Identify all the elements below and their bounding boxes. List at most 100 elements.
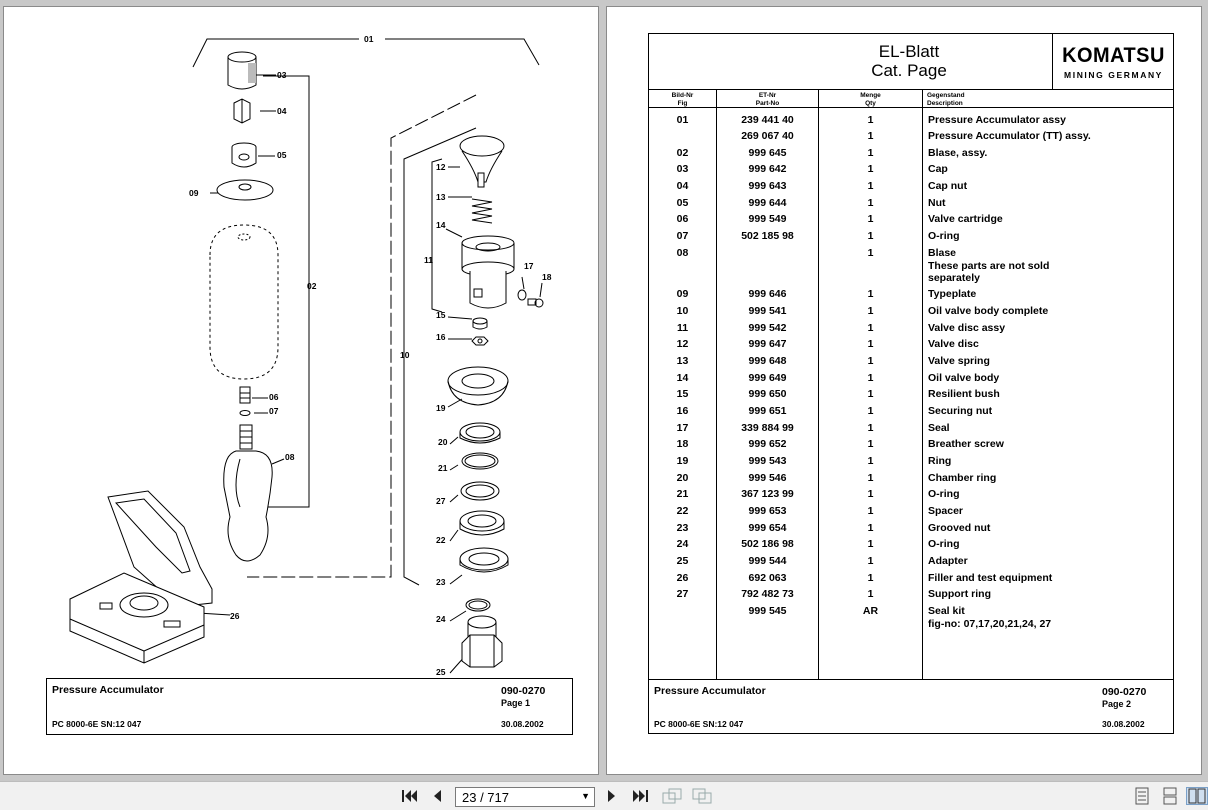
- callout-05: 05: [277, 150, 287, 160]
- first-page-button[interactable]: [398, 787, 420, 805]
- part-number: 999 545: [748, 605, 787, 617]
- part-number: 999 654: [748, 522, 787, 534]
- fig-number: 02: [676, 147, 689, 159]
- last-page-button[interactable]: [630, 787, 652, 805]
- description-text: O-ring: [928, 538, 960, 550]
- logo-subtitle: MINING GERMANY: [1064, 70, 1163, 80]
- part-number: 999 549: [748, 213, 787, 225]
- part-number: 999 546: [748, 472, 787, 484]
- description: Chamber ring: [928, 472, 996, 485]
- viewer-toolbar: 23 / 717 ▼: [0, 781, 1208, 810]
- quantity: 1: [867, 114, 874, 126]
- description: Support ring: [928, 588, 991, 601]
- previous-page-button[interactable]: [428, 787, 446, 805]
- description: Blase, assy.: [928, 147, 987, 160]
- quantity: 1: [867, 355, 874, 367]
- footer-code: 090-0270: [1102, 686, 1147, 698]
- single-page-view-button[interactable]: [1132, 787, 1152, 805]
- description: Adapter: [928, 555, 968, 568]
- next-view-icon: [692, 788, 712, 804]
- quantity: 1: [867, 197, 874, 209]
- description-text: Support ring: [928, 588, 991, 600]
- next-page-button[interactable]: [603, 787, 621, 805]
- page-indicator: 23 / 717: [462, 789, 509, 805]
- callout-04: 04: [277, 106, 287, 116]
- part-number: 999 653: [748, 505, 787, 517]
- quantity: 1: [867, 247, 874, 259]
- description-text: Nut: [928, 197, 946, 209]
- description-text: Spacer: [928, 505, 964, 517]
- continuous-view-icon: [1163, 787, 1177, 805]
- next-page-icon: [608, 790, 615, 802]
- callout-07: 07: [269, 406, 279, 416]
- quantity: 1: [867, 572, 874, 584]
- callout-23: 23: [436, 577, 446, 587]
- description-text: Valve spring: [928, 355, 990, 367]
- description: Cap nut: [928, 180, 967, 193]
- callout-20: 20: [438, 437, 448, 447]
- part-number: 999 651: [748, 405, 787, 417]
- description: Seal: [928, 422, 950, 435]
- callout-06: 06: [269, 392, 279, 402]
- fig-number: 12: [676, 338, 689, 350]
- footer-model: PC 8000-6E SN:12 047: [654, 719, 744, 729]
- fig-number: 14: [676, 372, 689, 384]
- footer-title: Pressure Accumulator: [52, 684, 164, 696]
- description-text: Seal: [928, 422, 950, 434]
- callout-26: 26: [230, 611, 240, 621]
- quantity: 1: [867, 538, 874, 550]
- callout-25: 25: [436, 667, 446, 677]
- part-number: 999 649: [748, 372, 787, 384]
- first-page-icon: [402, 790, 417, 802]
- description: Filler and test equipment: [928, 572, 1052, 585]
- quantity: 1: [867, 213, 874, 225]
- quantity: AR: [862, 605, 879, 617]
- quantity: 1: [867, 388, 874, 400]
- footer-code: 090-0270: [501, 685, 546, 697]
- fig-number: 27: [676, 588, 689, 600]
- part-number: 999 643: [748, 180, 787, 192]
- footer-page: Page 1: [501, 698, 531, 708]
- quantity: 1: [867, 488, 874, 500]
- fig-number: 21: [676, 488, 689, 500]
- fig-number: 07: [676, 230, 689, 242]
- continuous-view-button[interactable]: [1160, 787, 1180, 805]
- fig-number: 11: [676, 322, 689, 334]
- page-footer: Pressure Accumulator 090-0270 Page 1 PC …: [46, 678, 573, 735]
- description-text: Ring: [928, 455, 952, 467]
- part-number: 999 652: [748, 438, 787, 450]
- callout-18: 18: [542, 272, 552, 282]
- quantity: 1: [867, 555, 874, 567]
- fig-number: 09: [676, 288, 689, 300]
- description: Resilient bush: [928, 388, 1000, 401]
- parts-table: EL-Blatt Cat. Page KOMATSU MINING GERMAN…: [648, 33, 1174, 734]
- two-page-view-button[interactable]: [1186, 787, 1208, 805]
- previous-view-button[interactable]: [660, 787, 684, 805]
- next-view-button[interactable]: [690, 787, 714, 805]
- part-number: 269 067 40: [741, 130, 794, 142]
- quantity: 1: [867, 322, 874, 334]
- description-text: Chamber ring: [928, 472, 997, 484]
- fig-number: 17: [676, 422, 689, 434]
- part-number: 999 646: [748, 288, 787, 300]
- page-number-select[interactable]: 23 / 717 ▼: [455, 787, 595, 807]
- callout-16: 16: [436, 332, 446, 342]
- description-text: Seal kit: [928, 605, 965, 617]
- fig-number: 16: [676, 405, 689, 417]
- callout-12: 12: [436, 162, 446, 172]
- description-text: Grooved nut: [928, 522, 991, 534]
